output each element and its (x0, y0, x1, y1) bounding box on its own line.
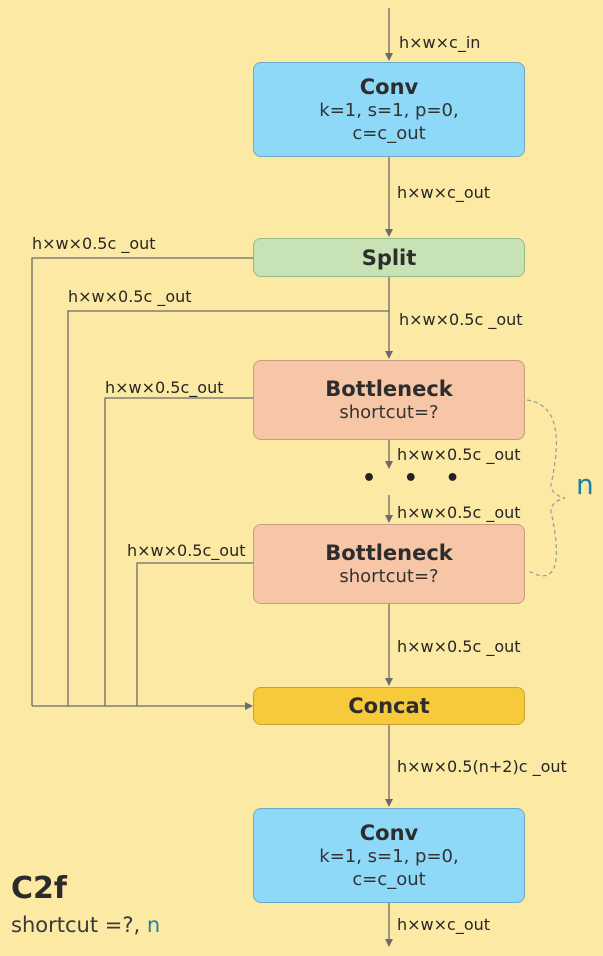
bottleneck-1-title: Bottleneck (325, 376, 453, 401)
module-params-n: n (146, 913, 161, 937)
label-bn1-out-shape: h×w×0.5c _out (397, 445, 521, 464)
concat-title: Concat (348, 694, 430, 718)
repeat-count-label: n (576, 468, 594, 501)
conv-bottom-title: Conv (359, 820, 419, 845)
repeat-ellipsis: • • • (362, 466, 470, 491)
conv-block-bottom: Conv k=1, s=1, p=0, c=c_out (253, 808, 525, 903)
label-final-out-shape: h×w×c_out (397, 915, 491, 934)
conv-top-title: Conv (359, 74, 419, 99)
module-title: C2f (11, 871, 67, 906)
split-block: Split (253, 238, 525, 277)
conv-block-top: Conv k=1, s=1, p=0, c=c_out (253, 62, 525, 157)
bottleneck-2-title: Bottleneck (325, 540, 453, 565)
split-second-branch (67, 310, 389, 706)
module-params-prefix: shortcut =?, (11, 913, 147, 937)
bn2-side-branch (136, 562, 253, 706)
bn1-side-branch (104, 397, 253, 706)
label-bn2-out-shape: h×w×0.5c _out (397, 637, 521, 656)
split-left-branch (31, 257, 253, 706)
concat-block: Concat (253, 687, 525, 725)
conv-top-params-2: c=c_out (352, 122, 426, 144)
label-split-left-shape: h×w×0.5c _out (32, 234, 156, 253)
bottleneck-block-1: Bottleneck shortcut=? (253, 360, 525, 440)
conv-top-params-1: k=1, s=1, p=0, (319, 99, 459, 121)
label-conv-out-shape: h×w×c_out (397, 183, 491, 202)
conv-bottom-params-2: c=c_out (352, 868, 426, 890)
label-split-branch2-shape: h×w×0.5c _out (68, 287, 192, 306)
split-title: Split (361, 245, 417, 270)
label-bn1-side-shape: h×w×0.5c_out (105, 378, 224, 397)
label-bn2-side-shape: h×w×0.5c_out (127, 541, 246, 560)
bottleneck-2-shortcut: shortcut=? (339, 565, 439, 587)
label-input-shape: h×w×c_in (399, 33, 481, 52)
module-params: shortcut =?, n (11, 912, 160, 938)
conv-bottom-params-1: k=1, s=1, p=0, (319, 845, 459, 867)
label-split-down-shape: h×w×0.5c _out (399, 310, 523, 329)
bottleneck-block-2: Bottleneck shortcut=? (253, 524, 525, 604)
label-concat-out-shape: h×w×0.5(n+2)c _out (397, 757, 567, 776)
repeat-brace (526, 399, 566, 577)
bottleneck-1-shortcut: shortcut=? (339, 401, 439, 423)
label-bn2-in-shape: h×w×0.5c _out (397, 503, 521, 522)
